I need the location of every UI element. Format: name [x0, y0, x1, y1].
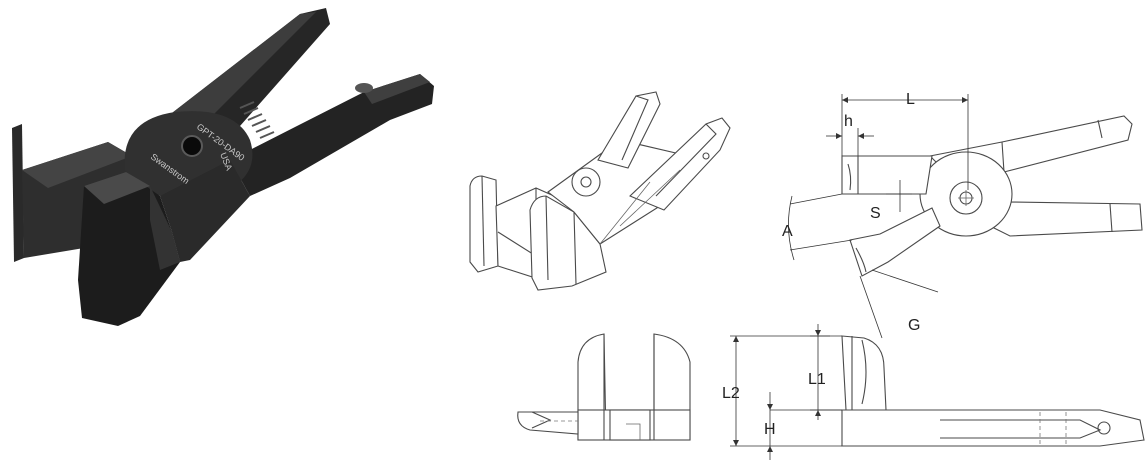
- photo-stop-plate: [12, 124, 24, 262]
- front-view-drawing: [517, 333, 691, 441]
- dim-label-H: H: [764, 421, 776, 438]
- dim-label-G: G: [908, 317, 920, 334]
- dim-label-h: h: [844, 113, 853, 130]
- isometric-drawing: [469, 91, 731, 291]
- dim-label-L: L: [906, 91, 915, 108]
- side-elevation-drawing: L2 L1 H: [722, 324, 1145, 460]
- dim-label-S: S: [870, 205, 881, 222]
- photo-pivot-hole: [181, 135, 203, 157]
- photo-lower-jaw: [230, 74, 434, 196]
- photo-spring: [239, 101, 275, 139]
- dim-label-L2: L2: [722, 385, 740, 402]
- dim-label-L1: L1: [808, 371, 826, 388]
- side-view-drawing: L h S A G: [782, 91, 1143, 339]
- product-photo: GPT-20-DA90 Swanstrom USA: [12, 8, 434, 326]
- dim-label-A: A: [782, 223, 793, 240]
